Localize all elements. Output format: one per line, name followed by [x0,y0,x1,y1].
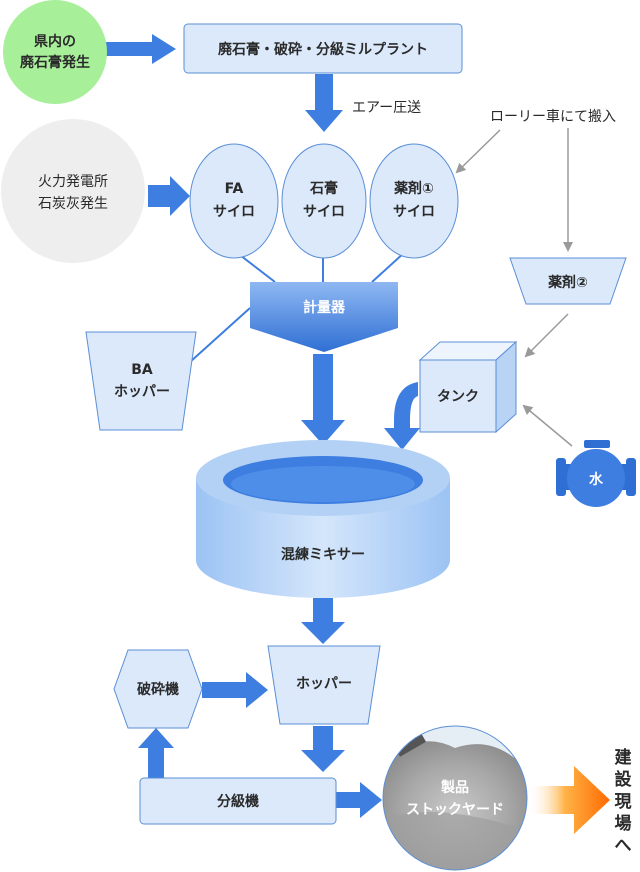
flow-arrows [106,34,420,818]
source-gypsum-line1: 県内の [34,33,76,50]
plant-label: 廃石膏・破砕・分級ミルプラント [218,41,428,58]
silo-fa: FA サイロ [189,143,279,259]
arrow-crusher-to-hopper [202,672,268,708]
destination-char-2: 設 [615,769,633,790]
source-gypsum: 県内の 廃石膏発生 [3,0,107,104]
destination-char-5: へ [615,836,632,856]
silo-chem1-line2: サイロ [393,204,435,220]
tank: タンク [418,340,518,434]
arrow-plant-to-silos [305,74,343,132]
silo-fa-line1: FA [225,181,244,197]
water-label: 水 [589,471,604,488]
destination-char-1: 建 [615,747,632,768]
arrow-mixer-to-hopper [301,598,345,644]
ba-hopper: BA ホッパー [85,331,197,431]
plant-box: 廃石膏・破砕・分級ミルプラント [183,23,463,74]
silo-chem1-line1: 薬剤① [394,180,434,197]
source-gypsum-line2: 廃石膏発生 [20,54,90,71]
classifier: 分級機 [139,777,337,825]
air-transfer-label: エアー圧送 [352,100,421,116]
ba-hopper-line1: BA [131,362,153,378]
stockyard: 製品 ストックヤード [382,725,528,871]
lorry-label: ローリー車にて搬入 [490,108,616,125]
arrow-hopper-to-classifier [301,726,345,772]
hopper: ホッパー [267,645,381,725]
hopper-label: ホッパー [296,676,352,692]
source-coal: 火力発電所 石炭灰発生 [1,119,145,263]
destination-char-3: 現 [615,792,632,812]
water-to-tank-arrow [522,404,573,447]
arrow-source-to-plant [106,34,176,64]
silo-chem1: 薬剤① サイロ [369,143,459,259]
chem2-to-tank-arrow [524,313,569,358]
arrow-to-destination [528,766,610,834]
stockyard-line1: 製品 [440,779,469,796]
destination-char-4: 場 [615,814,632,834]
chemical2-label: 薬剤② [548,274,588,291]
arrow-classifier-to-stockyard [336,782,382,818]
silo-gypsum-line2: サイロ [303,204,345,220]
water-pump: 水 [556,440,636,507]
silo-gypsum-line1: 石膏 [309,180,338,197]
classifier-label: 分級機 [217,793,259,810]
meter-label: 計量器 [303,299,346,316]
crusher-label: 破砕機 [137,681,179,698]
arrow-tank-to-mixer [384,382,420,450]
source-coal-line2: 石炭灰発生 [38,196,108,212]
lorry-to-chem1-arrow [455,129,501,174]
meter: 計量器 [250,282,398,352]
arrow-classifier-to-crusher [138,728,174,778]
arrow-coal-to-silo [148,176,190,216]
arrow-meter-to-mixer [301,354,345,445]
gray-arrows [455,128,573,447]
stockyard-photo [383,726,527,870]
chem1-connector [371,251,406,283]
chemical2-hopper: 薬剤② [509,257,627,305]
source-coal-line1: 火力発電所 [38,174,108,190]
silo-gypsum: 石膏 サイロ [281,143,367,259]
tank-label: タンク [437,389,479,405]
crusher: 破砕機 [113,649,203,729]
silo-fa-line2: サイロ [213,204,255,220]
destination-label: 建 設 現 場 へ [615,747,633,856]
ba-hopper-line2: ホッパー [114,384,170,400]
mixer-label: 混練ミキサー [281,546,365,563]
mixer: 混練ミキサー [196,440,450,598]
ba-connector [189,307,251,363]
stockyard-line2: ストックヤード [406,802,504,818]
